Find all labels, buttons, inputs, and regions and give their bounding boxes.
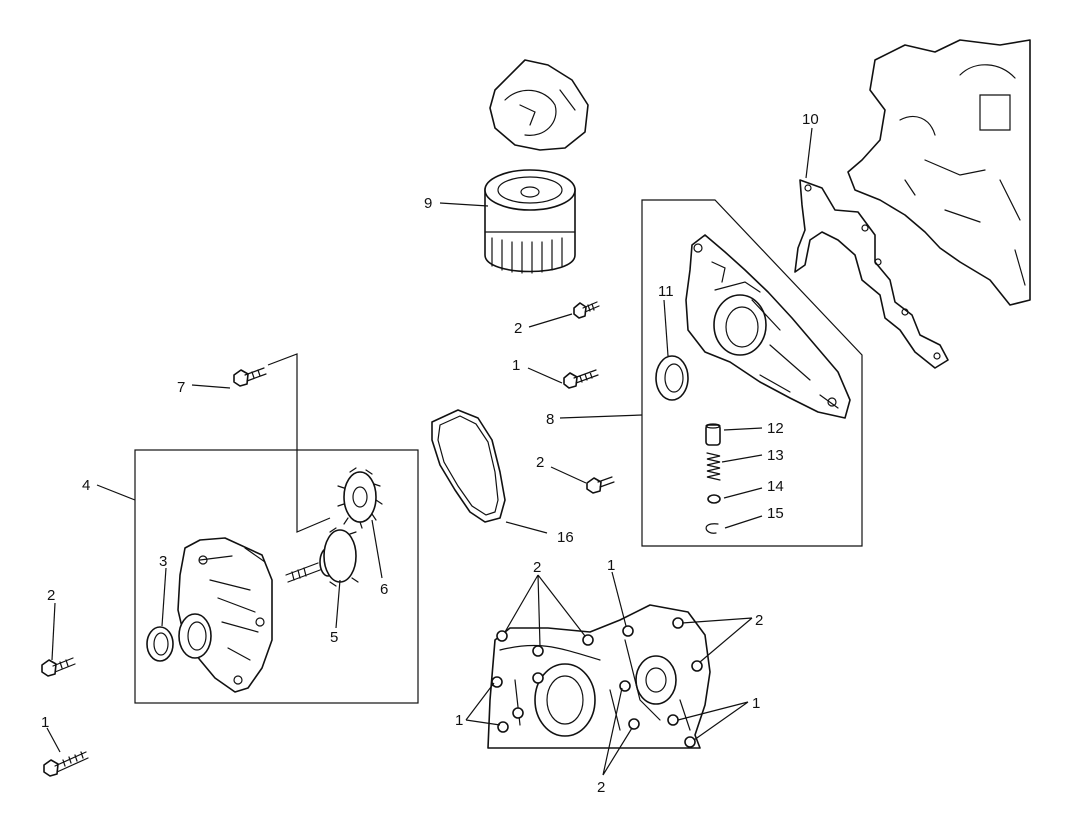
callout-1: 1 [607,557,615,574]
callout-16: 16 [557,529,574,546]
callout-labels: 7 4 9 2 1 2 8 11 10 16 12 13 14 15 3 5 6… [41,111,819,796]
bolt-icon [41,657,76,677]
callout-1: 1 [41,714,49,731]
callout-5: 5 [330,629,338,646]
callout-6: 6 [380,581,388,598]
callout-2: 2 [514,320,522,337]
callout-1: 1 [512,357,520,374]
spring-icon [706,452,721,481]
bolt-icon [43,751,89,777]
inset-frame-4 [134,449,419,704]
valve-washer-icon [707,494,721,504]
callout-2: 2 [755,612,763,629]
callout-13: 13 [767,447,784,464]
callout-14: 14 [767,478,784,495]
oil-pump-body-icon [685,234,851,419]
oil-pump-icon [177,537,273,693]
callout-3: 3 [159,553,167,570]
inset-frame-8 [641,199,863,547]
callout-1: 1 [455,712,463,729]
callout-11: 11 [658,283,674,300]
oil-filter-icon [484,169,576,274]
bolt-icon [233,367,267,387]
shaft-pointer-line [267,353,331,533]
callout-15: 15 [767,505,784,522]
callout-2: 2 [47,587,55,604]
callout-4: 4 [82,477,90,494]
callout-2: 2 [536,454,544,471]
callout-2: 2 [597,779,605,796]
callout-2: 2 [533,559,541,576]
callout-12: 12 [767,420,784,437]
bolt-icon [563,369,599,389]
callout-10: 10 [802,111,819,128]
valve-plunger-icon [705,423,721,446]
bolt-icon [586,476,615,494]
engine-block-icon [847,39,1031,306]
oil-seal-icon [146,626,174,662]
callout-8: 8 [546,411,554,428]
callout-1: 1 [752,695,760,712]
gear-icon [337,467,383,529]
gear-icon [285,527,359,587]
callout-9: 9 [424,195,432,212]
bolt-icon [573,301,600,319]
timing-cover-icon [487,604,711,749]
callout-7: 7 [177,379,185,396]
snap-ring-icon [705,523,719,534]
filter-housing-icon [489,59,589,151]
leader-lines [46,127,813,776]
oil-seal-icon [655,355,689,401]
cover-gasket-icon [794,179,949,369]
gasket-icon [431,409,506,523]
